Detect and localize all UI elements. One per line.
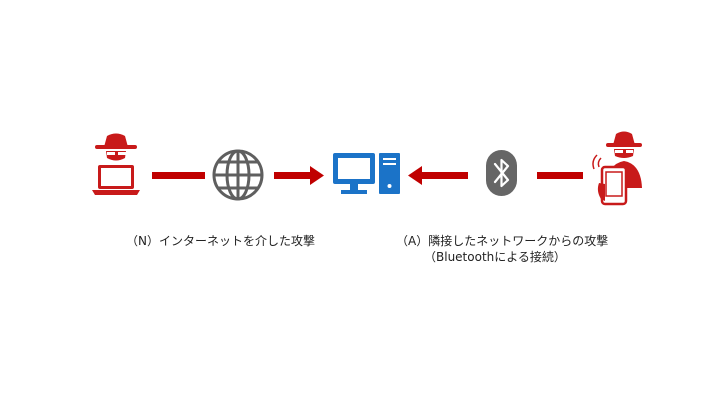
bluetooth-icon <box>486 150 517 196</box>
hacker-laptop-icon <box>92 133 140 195</box>
hacker-smartphone-icon <box>592 131 642 206</box>
connection-line-right <box>537 172 583 179</box>
globe-icon <box>212 149 264 201</box>
caption-adjacent-attack-sub: （Bluetoothによる接続） <box>424 250 566 264</box>
arrow-internet-to-computer <box>274 166 324 185</box>
caption-network-attack: （N）インターネットを介した攻撃 <box>126 234 315 248</box>
caption-adjacent-attack: （A）隣接したネットワークからの攻撃 <box>396 234 609 248</box>
arrow-bluetooth-to-computer <box>408 166 468 185</box>
desktop-computer-icon <box>333 153 400 194</box>
connection-line-left <box>152 172 205 179</box>
